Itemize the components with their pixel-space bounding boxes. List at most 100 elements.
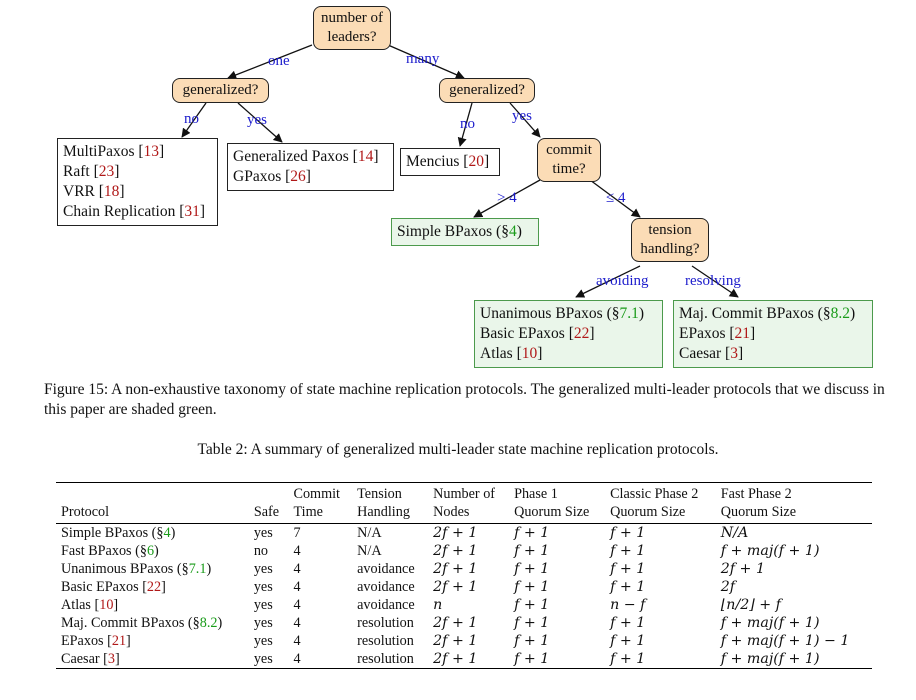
section-ref: 8.2 (199, 615, 218, 631)
cell-tension-handling: resolution (357, 633, 414, 649)
citation-ref: 20 (468, 153, 484, 170)
cell-fast-phase2-quorum: ⌊n/2⌋ + f (720, 597, 781, 613)
leaf-item-mencius: Mencius [20] (406, 153, 490, 170)
section-ref: 8.2 (830, 305, 850, 322)
cell-fast-phase2-quorum: N/A (720, 525, 749, 541)
cell-phase1-quorum: f + 1 (514, 597, 550, 613)
node-tension-handling-line2: handling? (640, 241, 700, 257)
cell-safe: yes (253, 579, 273, 595)
citation-ref: 3 (730, 345, 738, 362)
citation-ref: 10 (521, 345, 538, 362)
cell-commit-time: 4 (293, 597, 301, 613)
cell-nodes: 2f + 1 (433, 561, 478, 577)
cell-classic-phase2-quorum: f + 1 (610, 561, 646, 577)
edge-label-resolving: resolving (685, 273, 741, 289)
cell-classic-phase2-quorum: f + 1 (610, 633, 646, 649)
section-ref: 4 (508, 223, 517, 240)
cell-commit-time: 4 (293, 579, 301, 595)
cell-nodes: 2f + 1 (433, 615, 478, 631)
leaf-single-leader-generalized: Generalized Paxos [14] GPaxos [26] (227, 143, 394, 191)
node-number-of-leaders-line1: number of (320, 10, 384, 26)
cell-commit-time: 4 (293, 561, 301, 577)
citation-ref: 22 (573, 325, 590, 342)
citation-ref: 21 (734, 325, 751, 342)
figure-caption: Figure 15: A non-exhaustive taxonomy of … (44, 381, 885, 418)
citation-ref: 21 (111, 633, 127, 649)
cell-safe: no (253, 543, 269, 559)
protocol-name: Atlas (480, 345, 513, 362)
cell-protocol: Caesar [3] (56, 650, 249, 669)
cell-tension-handling: avoidance (357, 597, 415, 613)
protocol-name: Unanimous BPaxos (61, 561, 174, 577)
cell-tension-handling: avoidance (357, 561, 415, 577)
cell-tension-handling: resolution (357, 615, 414, 631)
citation-ref: 26 (290, 168, 306, 185)
cell-nodes: 2f + 1 (433, 633, 478, 649)
taxonomy-tree-edges (181, 44, 739, 298)
cell-classic-phase2-quorum: f + 1 (605, 650, 716, 669)
protocol-name: MultiPaxos (63, 143, 135, 160)
node-number-of-leaders: number of leaders? (313, 6, 391, 50)
cell-commit-time: 4 (288, 650, 353, 669)
protocol-name: Unanimous BPaxos (480, 305, 603, 322)
cell-nodes: 2f + 1 (428, 650, 510, 669)
cell-phase1-quorum: f + 1 (514, 543, 550, 559)
citation-ref: 31 (184, 203, 200, 220)
edge-line-gt4 (473, 179, 541, 218)
cell-commit-time: 7 (293, 525, 301, 541)
cell-fast-phase2-quorum: 2f (720, 579, 736, 595)
cell-safe: yes (253, 525, 273, 541)
cell-tension-handling: N/A (357, 525, 382, 541)
col-header-safe: Safe (248, 482, 289, 524)
cell-safe: yes (253, 561, 273, 577)
cell-classic-phase2-quorum: f + 1 (610, 525, 646, 541)
protocol-name: Caesar (679, 345, 722, 362)
node-generalized-single: generalized? (172, 78, 269, 103)
node-generalized-multi-label: generalized? (449, 82, 525, 98)
edge-line-many (387, 44, 465, 79)
leaf-item-chain-replication: Chain Replication [31] (63, 203, 206, 220)
leaf-item-atlas: Atlas [10] (480, 345, 543, 362)
edge-line-no-right (457, 102, 473, 147)
edge-line-yes-left (237, 102, 283, 143)
protocol-name: Simple BPaxos (397, 223, 493, 240)
protocol-name: Basic EPaxos (61, 579, 139, 595)
leaf-multi-leader-nongeneralized: Mencius [20] (400, 148, 500, 176)
cell-tension-handling: avoidance (357, 579, 415, 595)
cell-commit-time: 4 (293, 543, 301, 559)
cell-safe: yes (248, 650, 289, 669)
protocol-name: VRR (63, 183, 95, 200)
section-ref: 4 (163, 525, 171, 541)
node-generalized-single-label: generalized? (182, 82, 259, 98)
edge-line-le4 (589, 179, 641, 218)
cell-protocol: Maj. Commit BPaxos (§8.2) (61, 615, 223, 631)
citation-ref: 3 (107, 651, 115, 667)
cell-classic-phase2-quorum: n − f (610, 597, 646, 613)
protocol-name: Simple BPaxos (61, 525, 149, 541)
protocol-name: Raft (63, 163, 90, 180)
protocol-name: Fast BPaxos (61, 543, 132, 559)
node-tension-handling: tension handling? (631, 218, 709, 262)
cell-phase1-quorum: f + 1 (514, 579, 550, 595)
protocol-name: EPaxos (679, 325, 726, 342)
leaf-item-epaxos: EPaxos [21] (679, 325, 756, 342)
node-tension-handling-line1: tension (648, 222, 692, 238)
protocol-name: Chain Replication (63, 203, 176, 220)
protocol-name: Mencius (406, 153, 460, 170)
edge-label-many: many (406, 51, 440, 67)
cell-fast-phase2-quorum: f + maj(f + 1) − 1 (720, 633, 850, 649)
edge-line-no-left (181, 102, 207, 138)
leaf-tension-avoiding: Unanimous BPaxos (§7.1) Basic EPaxos [22… (474, 300, 663, 368)
cell-fast-phase2-quorum: f + maj(f + 1) (720, 543, 820, 559)
cell-phase1-quorum: f + 1 (514, 615, 550, 631)
edge-line-avoiding (575, 265, 641, 298)
col-header-protocol: Protocol (56, 482, 249, 524)
cell-safe: yes (253, 597, 273, 613)
